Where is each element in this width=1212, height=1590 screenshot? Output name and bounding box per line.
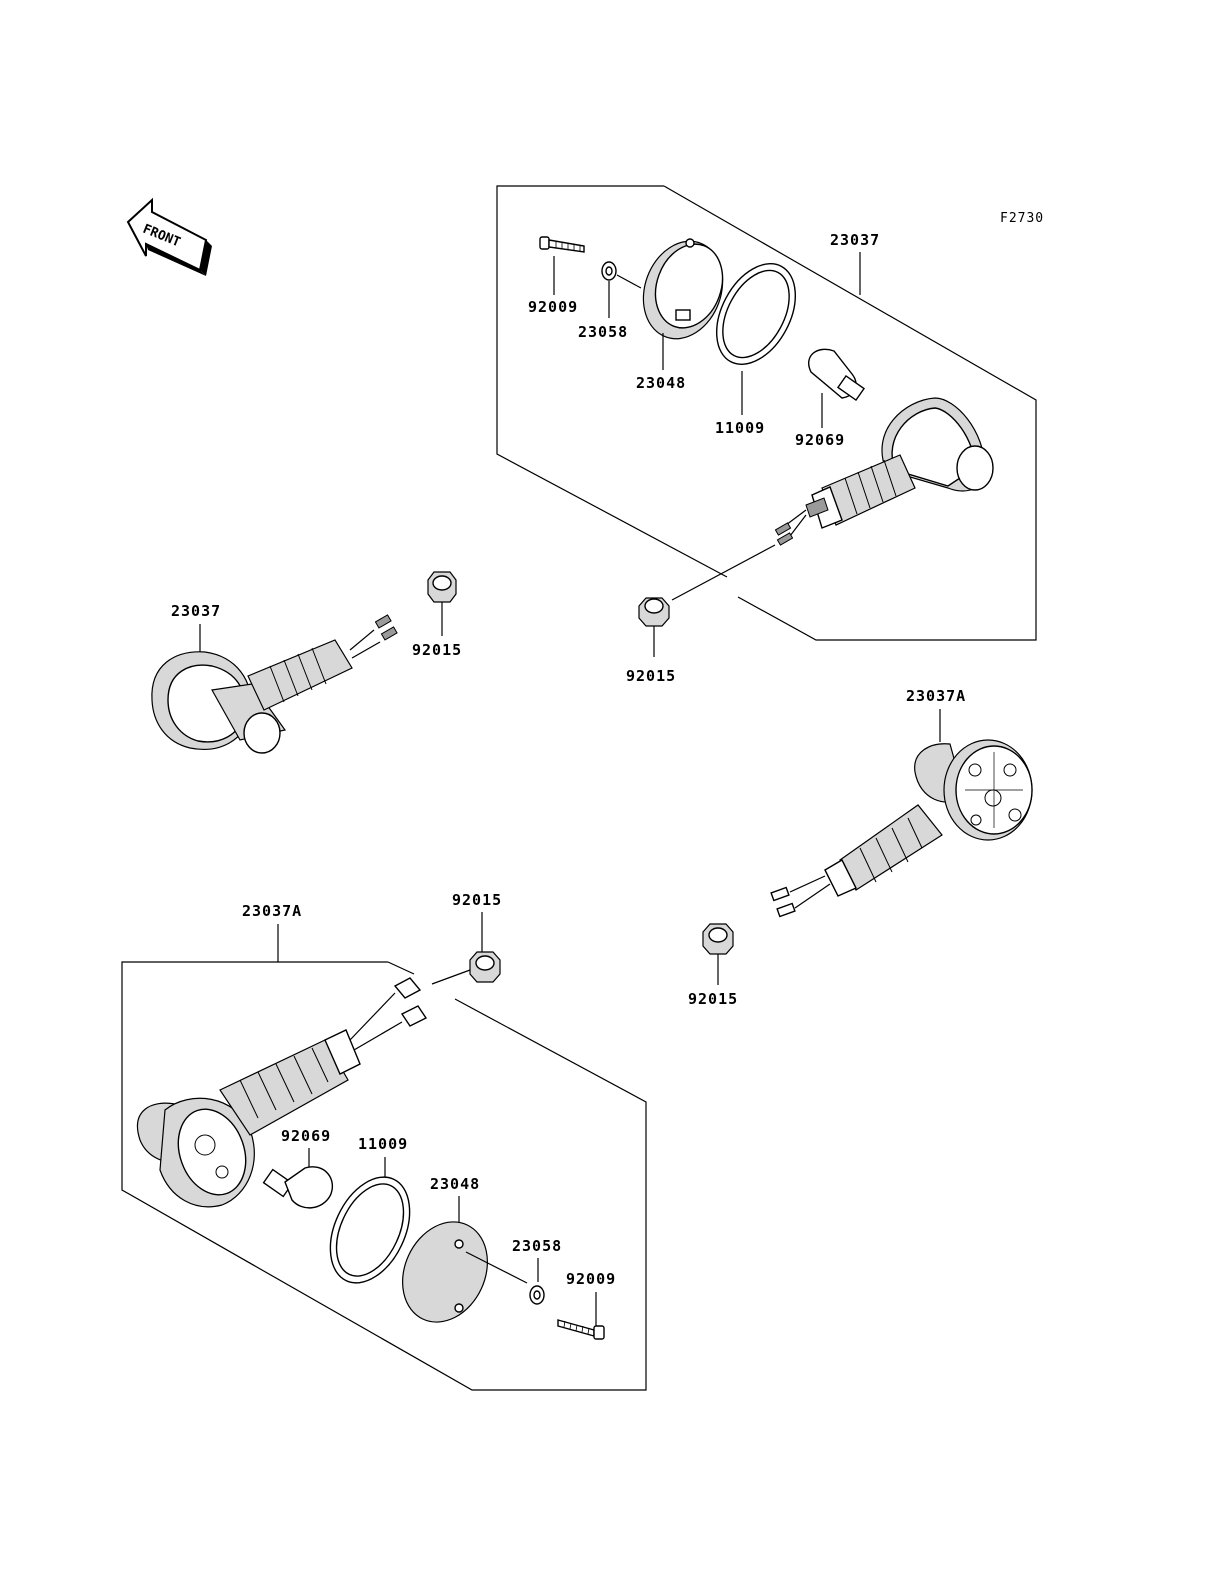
turn-signal-icon — [137, 977, 428, 1208]
nut-icon — [702, 923, 734, 955]
figure-code: F2730 — [1000, 211, 1044, 226]
turn-signal-icon — [770, 739, 1033, 918]
label-23058-bottom: 23058 — [512, 1237, 562, 1255]
bulb-icon — [808, 348, 866, 402]
label-92009: 92009 — [528, 298, 578, 316]
label-23048-bottom: 23048 — [430, 1175, 480, 1193]
washer-icon — [601, 261, 617, 281]
label-23058: 23058 — [578, 323, 628, 341]
lens-cap-icon — [642, 238, 724, 340]
label-92069-bottom: 92069 — [281, 1127, 331, 1145]
turn-signal-icon — [151, 614, 398, 754]
lens-cap-icon — [402, 1221, 488, 1323]
label-92069: 92069 — [795, 431, 845, 449]
nut-icon — [469, 951, 501, 983]
gasket-ring-icon — [716, 263, 796, 365]
gasket-ring-icon — [329, 1176, 411, 1284]
top-assembly-frame — [496, 185, 1037, 641]
washer-icon — [529, 1285, 545, 1305]
front-arrow-icon: FRONT — [126, 197, 212, 276]
turn-signal-icon — [774, 397, 994, 546]
label-23037: 23037 — [830, 231, 880, 249]
screw-icon — [539, 236, 585, 253]
bottom-assembly-frame — [121, 961, 647, 1391]
bulb-icon — [262, 1166, 333, 1209]
nut-icon — [427, 571, 457, 603]
screw-icon — [557, 1319, 605, 1340]
label-23037A-bottom: 23037A — [242, 902, 302, 920]
label-23037-left: 23037 — [171, 602, 221, 620]
label-23037A-right: 23037A — [906, 687, 966, 705]
label-92015-bottom: 92015 — [452, 891, 502, 909]
label-92015: 92015 — [626, 667, 676, 685]
label-23048: 23048 — [636, 374, 686, 392]
label-92009-bottom: 92009 — [566, 1270, 616, 1288]
label-11009-bottom: 11009 — [358, 1135, 408, 1153]
label-11009: 11009 — [715, 419, 765, 437]
label-92015-right: 92015 — [688, 990, 738, 1008]
nut-icon — [638, 597, 670, 627]
label-92015-left: 92015 — [412, 641, 462, 659]
